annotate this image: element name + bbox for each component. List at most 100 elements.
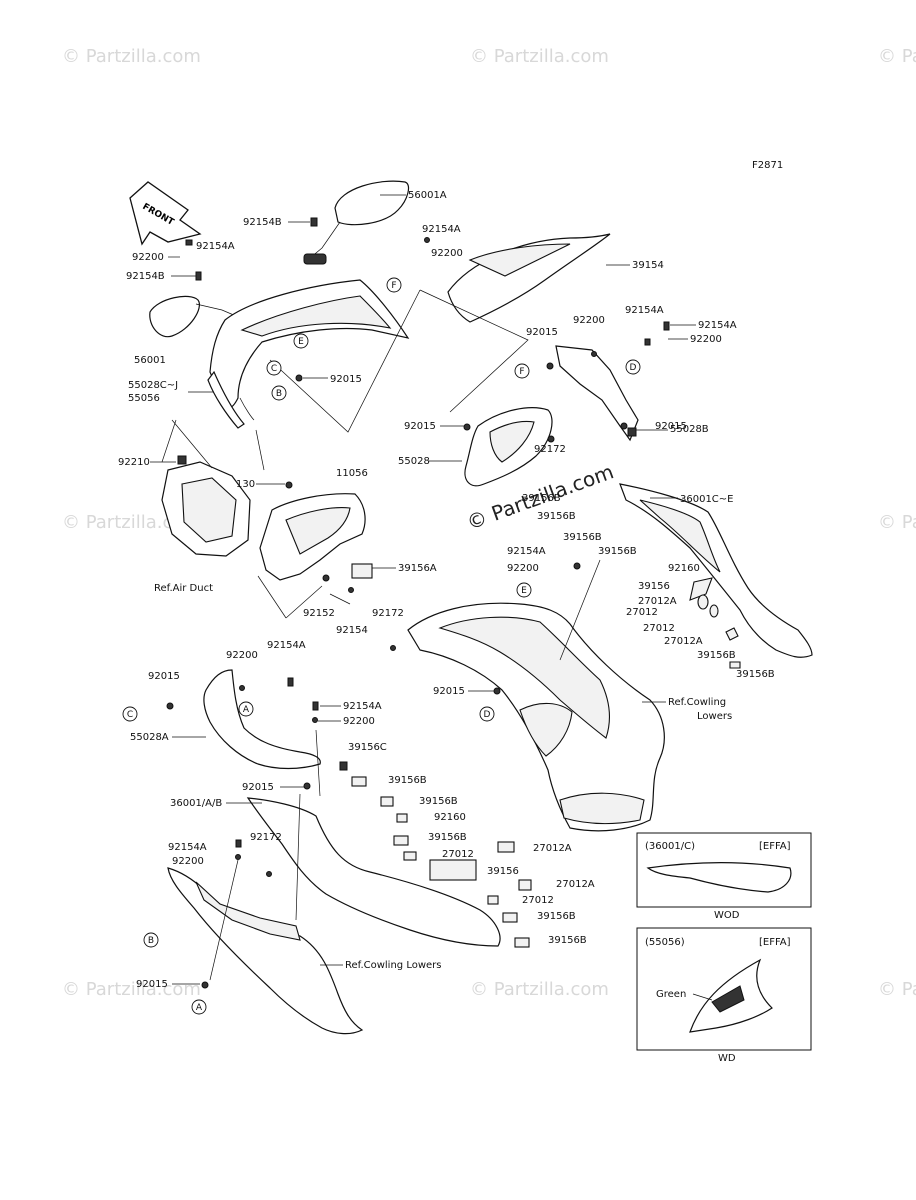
callout-letter: A: [196, 1003, 203, 1013]
inset-market: [EFFA]: [759, 937, 791, 948]
watermark: © Partzilla.com: [62, 46, 201, 67]
watermark: © Partzilla.com: [470, 979, 609, 1000]
part-label: 92160: [668, 563, 700, 574]
part-label: 92154A: [343, 701, 382, 712]
part-label: 39156B: [697, 650, 736, 661]
part-label: 39156B: [537, 511, 576, 522]
callout-letter: F: [391, 281, 396, 291]
callout-letter: B: [148, 936, 154, 946]
part-label: 130: [236, 479, 255, 490]
leader-lines: [171, 289, 601, 981]
part-label: 36001C~E: [680, 494, 734, 505]
part-label: 92200: [573, 315, 605, 326]
windshield-39154: [447, 233, 611, 323]
watermark: © Partzilla.com: [878, 512, 916, 533]
part-label: 27012A: [664, 636, 703, 647]
part-label: 56001: [134, 355, 166, 366]
fasteners: [166, 217, 741, 989]
part-label: 92154A: [168, 842, 207, 853]
callout-letter: C: [127, 710, 133, 720]
part-label: 27012A: [556, 879, 595, 890]
part-label: 92210: [118, 457, 150, 468]
part-label: 55028C~J: [128, 380, 178, 391]
part-label: 39156: [487, 866, 519, 877]
callout-letter: A: [243, 705, 250, 715]
inset-color-label: Green: [656, 989, 686, 1000]
part-label: 92200: [690, 334, 722, 345]
upper-cowl-55028c: [207, 279, 410, 429]
part-label: 39156B: [563, 532, 602, 543]
part-label: 39156B: [428, 832, 467, 843]
part-label: Ref.Air Duct: [154, 583, 213, 594]
part-label: 92015: [242, 782, 274, 793]
inset-55056: (55056) [EFFA] Green WD: [636, 927, 812, 1064]
lower-side-cowl-36001a: [167, 797, 501, 1035]
part-label: 92154A: [625, 305, 664, 316]
inner-fairing-11056: [259, 493, 373, 581]
inner-panel-55028: [464, 407, 553, 487]
part-label: 27012A: [638, 596, 677, 607]
part-label: 39156B: [419, 796, 458, 807]
part-label: 39156: [638, 581, 670, 592]
air-duct: [161, 419, 251, 557]
part-label: 39154: [632, 260, 664, 271]
part-label: 92154A: [267, 640, 306, 651]
callout-letter: C: [271, 364, 277, 374]
bracket-55028b: [555, 345, 639, 442]
inset-caption: WD: [718, 1053, 736, 1064]
part-label: 92200: [343, 716, 375, 727]
part-label: 27012A: [533, 843, 572, 854]
part-label: 92154A: [698, 320, 737, 331]
callout-letter: E: [521, 586, 527, 596]
part-number-labels: 56001A 92154B 92154A 92200 92154B 56001 …: [118, 190, 775, 990]
part-label: 39156B: [598, 546, 637, 557]
figure-code: F2871: [752, 160, 783, 171]
part-label: 92015: [433, 686, 465, 697]
part-label: 92154A: [507, 546, 546, 557]
callout-letter: B: [276, 389, 282, 399]
part-label: 55056: [128, 393, 160, 404]
part-label: 92154: [336, 625, 368, 636]
part-label: 92172: [534, 444, 566, 455]
lower-panel-55028a: [203, 669, 321, 770]
part-label: 92172: [372, 608, 404, 619]
watermark: © Partzilla.com: [62, 979, 201, 1000]
watermark: © Partzilla.com: [470, 46, 609, 67]
mirror-56001: [149, 295, 237, 338]
part-label: 92015: [526, 327, 558, 338]
inset-part-code: (36001/C): [645, 841, 695, 852]
part-label: Lowers: [697, 711, 732, 722]
part-label: 92200: [172, 856, 204, 867]
part-label: 92015: [330, 374, 362, 385]
part-label: 39156B: [388, 775, 427, 786]
inset-36001c: (36001/C) [EFFA] WOD: [636, 832, 812, 921]
part-label: 55028B: [670, 424, 709, 435]
side-cowl-36001c: [619, 483, 813, 658]
part-label: 27012: [442, 849, 474, 860]
part-label: 92154B: [126, 271, 165, 282]
inset-part-code: (55056): [645, 937, 685, 948]
reference-callouts: F E C B F D E D C A B A: [122, 277, 641, 1015]
mirror-56001a: [303, 180, 410, 265]
watermark: © Partzilla.com: [878, 46, 916, 67]
part-label: 92152: [303, 608, 335, 619]
part-label: 92200: [226, 650, 258, 661]
callout-letter: D: [630, 363, 637, 373]
center-cowl: [407, 602, 665, 832]
part-label: 92172: [250, 832, 282, 843]
part-label: 11056: [336, 468, 368, 479]
part-label: 39156C: [348, 742, 387, 753]
part-label: 92200: [507, 563, 539, 574]
part-label: 56001A: [408, 190, 447, 201]
callout-letter: F: [519, 367, 524, 377]
part-label: Ref.Cowling Lowers: [345, 960, 442, 971]
part-label: 92154A: [196, 241, 235, 252]
part-label: 55028A: [130, 732, 169, 743]
part-label: 92015: [655, 421, 687, 432]
part-label: 36001/A/B: [170, 798, 222, 809]
callout-letter: E: [298, 337, 304, 347]
callout-letter: D: [484, 710, 491, 720]
part-label: 92015: [148, 671, 180, 682]
